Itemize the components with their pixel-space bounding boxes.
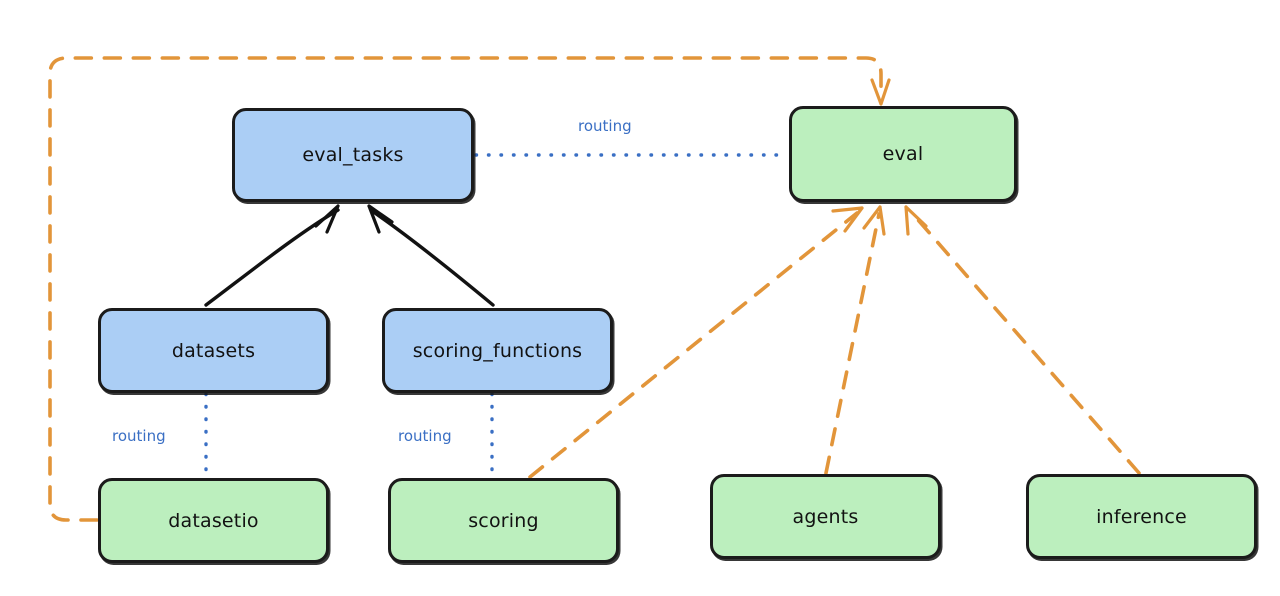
edge-agents-to-eval: [824, 205, 886, 475]
node-label-agents: agents: [792, 505, 859, 528]
node-scoring-functions[interactable]: scoring_functions: [382, 308, 613, 393]
node-label-scoring-functions: scoring_functions: [412, 339, 583, 362]
node-label-eval: eval: [882, 143, 924, 165]
node-label-datasets: datasets: [171, 339, 256, 362]
node-label-datasetio: datasetio: [168, 509, 259, 532]
node-datasetio[interactable]: datasetio: [98, 478, 329, 563]
edge-label-routing-datasets-datasetio: routing: [112, 427, 166, 445]
node-label-inference: inference: [1096, 505, 1187, 528]
node-eval[interactable]: eval: [789, 106, 1017, 202]
node-agents[interactable]: agents: [710, 474, 941, 559]
node-label-eval-tasks: eval_tasks: [302, 144, 404, 166]
node-datasets[interactable]: datasets: [98, 308, 329, 393]
edge-label-routing-scoring-functions-scoring: routing: [398, 427, 452, 445]
node-eval-tasks[interactable]: eval_tasks: [232, 108, 474, 202]
edge-label-routing-eval-tasks-eval: routing: [578, 117, 632, 135]
edge-inference-to-eval: [904, 205, 1141, 475]
node-scoring[interactable]: scoring: [388, 478, 619, 563]
node-label-scoring: scoring: [468, 509, 539, 532]
node-inference[interactable]: inference: [1026, 474, 1257, 559]
edge-scoring_functions-to-eval_tasks: [367, 204, 495, 307]
edge-datasets-to-eval_tasks: [204, 204, 340, 307]
